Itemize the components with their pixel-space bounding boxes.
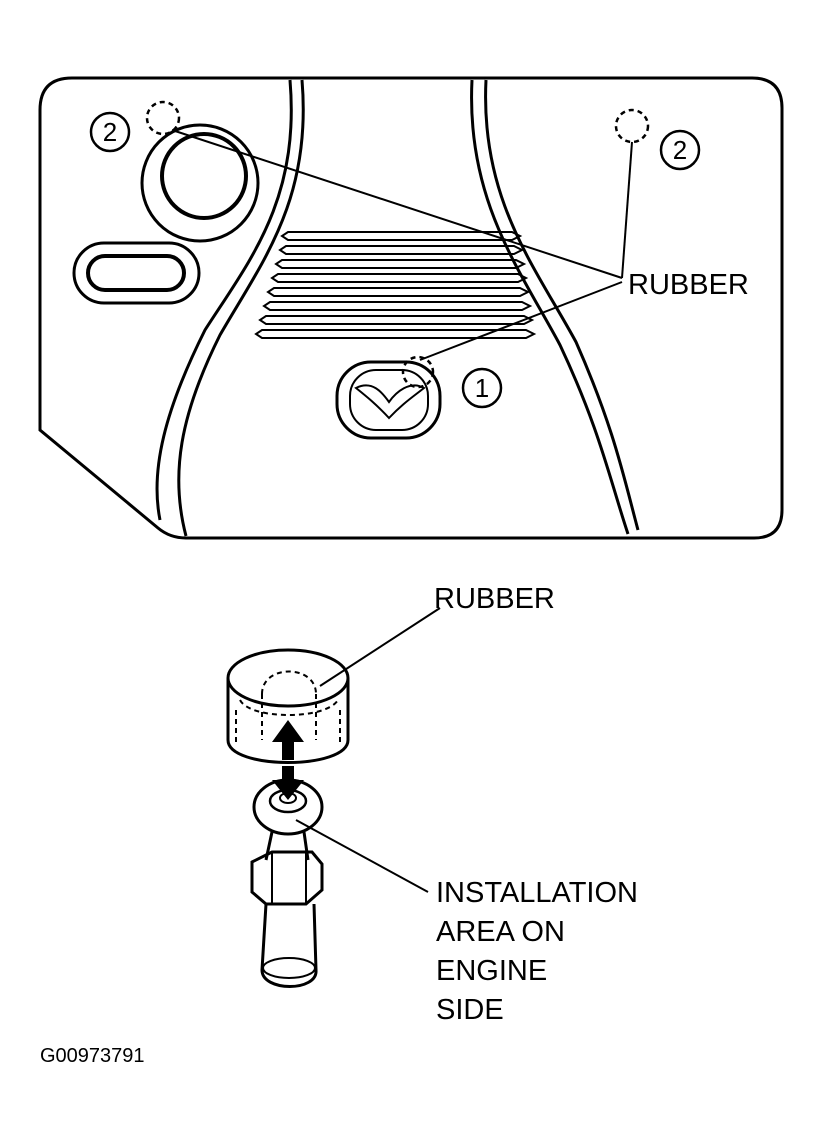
callout-1-circle: [461, 367, 503, 409]
installation-line-4: SIDE: [436, 994, 504, 1026]
leader-lines-bottom: [295, 607, 441, 893]
cover-ribs: [254, 231, 537, 339]
callout-1: 1: [475, 373, 489, 403]
install-arrows: [272, 720, 304, 800]
installation-line-3: ENGINE: [436, 955, 547, 987]
emblem-wings: [354, 384, 426, 420]
oil-cap-outer-ring: [140, 123, 260, 243]
callout-2-left: 2: [103, 117, 117, 147]
rubber-label-bottom: RUBBER: [434, 583, 555, 615]
cover-band-right-inner: [484, 79, 640, 531]
callout-2-right-circle: [659, 129, 701, 171]
installation-line-2: AREA ON: [436, 916, 565, 948]
emblem-outer: [335, 360, 442, 440]
rubber-location-2-left: [145, 100, 181, 136]
arrow-up-icon: [272, 720, 304, 760]
cover-slot-outer: [72, 241, 201, 305]
oil-cap: [160, 132, 248, 220]
rubber-grommet: [226, 648, 350, 764]
ball-stud: [250, 778, 324, 988]
leader-lines-top: [171, 129, 633, 361]
rubber-location-2-right: [614, 108, 650, 144]
cover-band-right-outer: [470, 79, 630, 535]
emblem-inner: [349, 369, 429, 431]
cover-outline: [38, 76, 784, 540]
cover-band-left-inner: [177, 79, 305, 537]
callout-2-right: 2: [673, 135, 687, 165]
rubber-label-top: RUBBER: [628, 269, 749, 301]
engine-cover: [38, 76, 784, 540]
installation-line-1: INSTALLATION: [436, 877, 638, 909]
callout-2-left-circle: [89, 111, 131, 153]
arrow-down-icon: [272, 766, 304, 800]
figure-id: G00973791: [40, 1045, 145, 1067]
cover-band-left-outer: [155, 79, 293, 521]
cover-slot-inner: [86, 254, 186, 292]
rubber-location-1: [401, 355, 435, 389]
